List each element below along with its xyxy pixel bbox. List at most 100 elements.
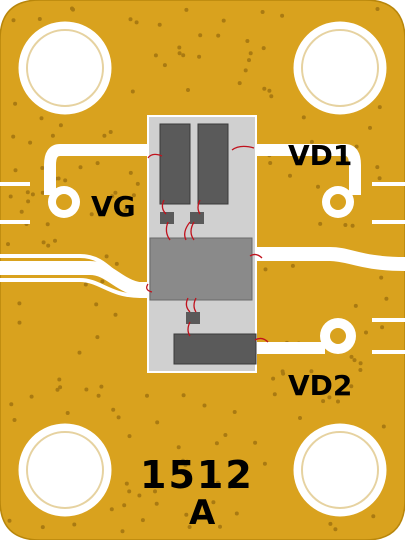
via (272, 392, 277, 397)
via (309, 139, 314, 144)
via (375, 165, 380, 170)
via (216, 480, 220, 485)
via (128, 170, 133, 175)
via (7, 518, 12, 523)
via (157, 22, 162, 27)
via (309, 369, 314, 374)
via (227, 484, 232, 489)
via (153, 53, 158, 58)
via (301, 115, 306, 120)
via (45, 222, 50, 227)
revision-label: A (189, 493, 216, 533)
via (176, 445, 181, 450)
via (95, 335, 100, 340)
via (280, 369, 285, 374)
mounting-hole-bottom-right (293, 423, 387, 517)
via (197, 54, 202, 59)
via (243, 68, 248, 73)
bond-pad-small-1 (160, 212, 174, 224)
via (313, 376, 318, 381)
via (135, 181, 140, 186)
via (63, 178, 68, 183)
via (202, 403, 207, 408)
via (130, 89, 135, 94)
via (198, 33, 203, 38)
via (12, 418, 17, 422)
via (145, 393, 149, 398)
via (327, 395, 332, 400)
bond-wires (146, 145, 269, 343)
via (211, 500, 216, 505)
via (358, 368, 363, 372)
via (290, 263, 295, 268)
via (177, 45, 182, 50)
via (245, 39, 250, 43)
via (316, 184, 320, 189)
via (123, 208, 128, 213)
vd2-label: VD2 (288, 369, 352, 402)
via (46, 243, 51, 248)
via (380, 325, 385, 330)
via (183, 463, 188, 468)
via-dots (6, 6, 389, 534)
via (28, 140, 33, 145)
via (185, 459, 190, 464)
via (343, 223, 348, 227)
via (72, 522, 77, 527)
via (29, 394, 34, 399)
via (234, 511, 239, 516)
via (187, 525, 192, 529)
via (127, 434, 132, 439)
via (181, 393, 186, 398)
via (153, 489, 157, 494)
bond-pad-small-3 (186, 312, 200, 324)
via (353, 303, 358, 308)
part-number-label: 1512 (140, 453, 254, 497)
via (253, 440, 258, 445)
via (116, 415, 121, 420)
via (109, 507, 114, 512)
via (100, 279, 105, 284)
via (177, 51, 182, 56)
via (237, 81, 242, 86)
via (267, 88, 272, 93)
via (111, 407, 116, 412)
via (186, 88, 190, 92)
vd1-trace (255, 144, 361, 195)
via (371, 514, 376, 519)
via (381, 424, 386, 429)
via (247, 58, 251, 63)
via (99, 384, 104, 389)
via (40, 190, 45, 195)
via (113, 312, 118, 317)
via (11, 18, 16, 23)
via (288, 173, 292, 178)
via (65, 411, 70, 415)
capacitor-pad-right (197, 123, 229, 205)
via (17, 301, 22, 306)
via (124, 481, 129, 486)
via (260, 10, 265, 14)
via (37, 17, 42, 21)
via (77, 350, 82, 355)
via (232, 410, 237, 414)
via (40, 525, 45, 530)
vg-trace (44, 144, 150, 195)
via (71, 7, 75, 12)
via (134, 20, 139, 25)
mounting-hole-bottom-left (18, 423, 112, 517)
via (9, 402, 14, 407)
via (377, 105, 382, 110)
via (108, 130, 113, 134)
via (83, 282, 88, 287)
via (268, 161, 273, 165)
via (113, 190, 118, 195)
via (379, 275, 384, 280)
via (78, 165, 83, 170)
via (218, 524, 222, 529)
via (25, 190, 30, 195)
via (271, 376, 276, 381)
via (96, 393, 101, 398)
via (375, 7, 380, 11)
